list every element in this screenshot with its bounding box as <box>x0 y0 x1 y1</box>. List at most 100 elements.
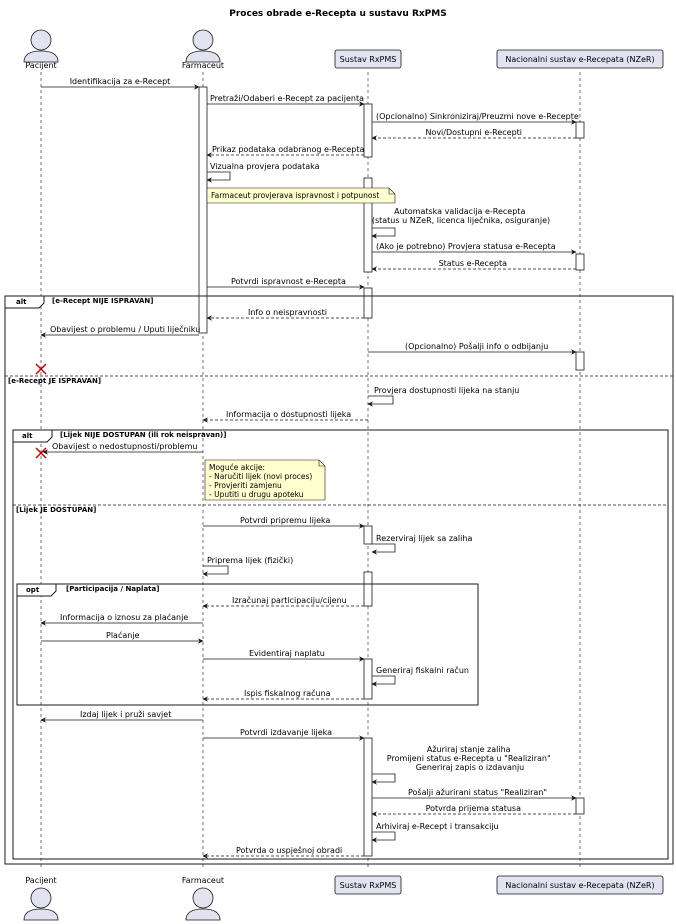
message-label: Obavijest o nedostupnosti/problemu <box>52 442 197 451</box>
note-line: - Naručiti lijek (novi proces) <box>209 472 312 481</box>
message-label: Potvrdi pripremu lijeka <box>240 516 330 525</box>
message-label: Informacija o dostupnosti lijeka <box>226 410 351 419</box>
participant-pacijent-top: Pacijent <box>23 29 59 70</box>
message-label-line: Ažuriraj stanje zaliha <box>427 745 511 754</box>
message-label: Vizualna provjera podataka <box>210 162 320 171</box>
self-message-arrow <box>371 227 396 239</box>
fragment-alt-recept: alt [e-Recept NIJE ISPRAVAN] [e-Recept J… <box>4 295 674 865</box>
self-message-arrow <box>367 395 394 407</box>
messages <box>40 84 577 859</box>
message-label: (Opcionalno) Pošalji info o odbijanju <box>405 341 548 351</box>
message-label: Pretraži/Odaberi e-Recept za pacijenta <box>210 94 364 103</box>
activations <box>198 86 585 857</box>
message-label: Provjera dostupnosti lijeka na stanju <box>374 386 519 395</box>
activation-nzer <box>575 797 585 815</box>
message-label: Novi/Dostupni e-Recepti <box>425 128 522 137</box>
actor-icon <box>185 887 221 921</box>
activation-rxpms <box>363 177 373 273</box>
fragment-else-guard: [e-Recept JE ISPRAVAN] <box>8 377 101 385</box>
participant-name: Pacijent <box>25 61 56 70</box>
participant-name: Farmaceut <box>182 876 224 885</box>
message-label: Status e-Recepta <box>439 259 508 268</box>
message-label-line: (status u NZeR, licenca liječnika, osigu… <box>372 215 550 225</box>
self-message-arrow <box>371 831 396 843</box>
participant-rxpms-bottom: Sustav RxPMS <box>334 875 402 895</box>
message-label: Arhiviraj e-Recept i transakciju <box>376 822 499 831</box>
message-label: Prikaz podataka odabranog e-Recepta <box>212 145 364 154</box>
activation-farmaceut <box>198 86 208 334</box>
note: Moguće akcije: - Naručiti lijek (novi pr… <box>204 459 326 501</box>
activation-rxpms <box>363 287 373 319</box>
message-label: Generiraj fiskalni račun <box>376 665 469 675</box>
self-message-arrow <box>371 675 396 687</box>
participant-farmaceut-bottom: Farmaceut <box>182 876 224 921</box>
participant-nzer-top: Nacionalni sustav e-Recepata (NZeR) <box>496 49 664 69</box>
message-label: Priprema lijek (fizički) <box>207 555 293 565</box>
note-line: - Uputiti u drugu apoteku <box>209 490 304 499</box>
participant-pacijent-bottom: Pacijent <box>23 876 59 921</box>
note: Farmaceut provjerava ispravnost i potpun… <box>206 187 396 204</box>
activation-nzer <box>575 351 585 371</box>
activation-rxpms <box>363 525 373 545</box>
message-label: Izračunaj participaciju/cijenu <box>232 595 347 605</box>
participant-nzer-bottom: Nacionalni sustav e-Recepata (NZeR) <box>496 875 664 895</box>
participant-name: Pacijent <box>25 876 56 885</box>
fragment-alt-lijek: alt [Lijek NIJE DOSTUPAN (ili rok neispr… <box>12 429 669 860</box>
message-label: Pošalji ažurirani status "Realiziran" <box>408 787 547 797</box>
message-label: Rezerviraj lijek sa zaliha <box>376 534 472 543</box>
message-label: Plaćanje <box>106 630 140 640</box>
self-message-arrow <box>371 543 396 555</box>
message-label: Ispis fiskalnog računa <box>244 688 331 698</box>
participant-name: Sustav RxPMS <box>340 55 397 64</box>
destroy-marks <box>35 363 47 459</box>
message-label: Automatska validacija e-Recepta (status … <box>372 207 550 225</box>
message-label-line: Promijeni status e-Recepta u "Realiziran… <box>387 754 551 763</box>
diagram-title: Proces obrade e-Recepta u sustavu RxPMS <box>229 9 446 19</box>
fragment-guard: [e-Recept NIJE ISPRAVAN] <box>52 297 154 305</box>
destroy-mark-icon <box>35 447 47 459</box>
participant-farmaceut-top: Farmaceut <box>182 29 224 70</box>
activation-nzer <box>575 121 585 139</box>
message-labels: Identifikacija za e-Recept Pretraži/Odab… <box>50 77 579 855</box>
fragment-else-guard: [Lijek JE DOSTUPAN] <box>16 506 96 514</box>
message-label: Potvrdi izdavanje lijeka <box>240 728 332 737</box>
fragment-keyword: alt <box>22 432 33 440</box>
message-label-line: Automatska validacija e-Recepta <box>394 207 525 216</box>
note-line: Moguće akcije: <box>209 463 265 472</box>
destroy-mark-icon <box>35 363 47 375</box>
note-text: Moguće akcije: - Naručiti lijek (novi pr… <box>209 463 315 499</box>
message-label: Evidentiraj naplatu <box>249 649 325 658</box>
participant-name: Sustav RxPMS <box>340 881 397 890</box>
activation-nzer <box>575 253 585 271</box>
message-label: Potvrdi ispravnost e-Recepta <box>231 277 346 286</box>
message-label: Potvrda prijema statusa <box>426 804 522 813</box>
fragment-keyword: opt <box>26 586 40 594</box>
message-label: Informacija o iznosu za plaćanje <box>60 612 188 622</box>
fragment-guard: [Participacija / Naplata] <box>66 585 159 593</box>
actor-icon <box>23 887 59 921</box>
activation-rxpms <box>363 658 373 700</box>
participant-name: Farmaceut <box>182 61 224 70</box>
self-message-arrow <box>371 773 396 785</box>
message-label: (Opcionalno) Sinkroniziraj/Preuzmi nove … <box>376 112 579 121</box>
message-label: Ažuriraj stanje zaliha Promijeni status … <box>387 745 553 772</box>
note-line: - Provjeriti zamjenu <box>209 481 282 490</box>
fragment-keyword: alt <box>16 298 27 306</box>
participant-rxpms-top: Sustav RxPMS <box>334 49 402 69</box>
message-label: (Ako je potrebno) Provjera statusa e-Rec… <box>376 242 556 251</box>
actor-icon <box>23 29 59 63</box>
participant-name: Nacionalni sustav e-Recepata (NZeR) <box>505 55 654 64</box>
message-label: Info o neispravnosti <box>248 308 327 317</box>
activation-rxpms <box>363 103 373 158</box>
message-label-line: Generiraj zapis o izdavanju <box>416 763 525 772</box>
message-label: Izdaj lijek i pruži savjet <box>80 710 171 719</box>
message-label: Potvrda o uspješnoj obradi <box>236 845 342 855</box>
activation-rxpms <box>363 737 373 857</box>
fragment-guard: [Lijek NIJE DOSTUPAN (ili rok neispravan… <box>60 431 226 439</box>
fragment-opt-naplata: opt [Participacija / Naplata] <box>16 583 479 706</box>
actor-icon <box>185 29 221 63</box>
activation-rxpms <box>363 571 373 607</box>
self-message-arrow <box>206 171 231 183</box>
message-label: Identifikacija za e-Recept <box>70 77 171 86</box>
